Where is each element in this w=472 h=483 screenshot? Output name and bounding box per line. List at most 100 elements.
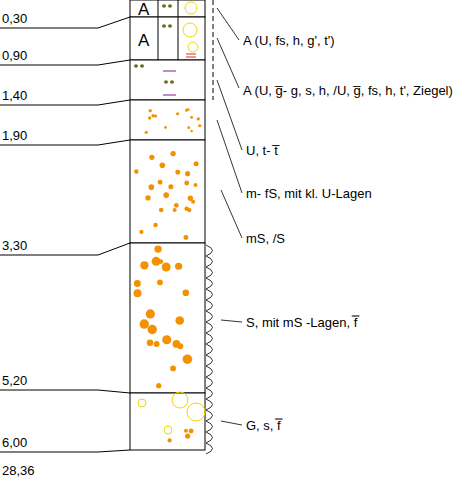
sand-symbol: [174, 203, 179, 208]
soil-layer: [130, 17, 205, 60]
groundwater-mark: [206, 289, 213, 300]
depth-label: 0,90: [2, 47, 27, 64]
sand-symbol: [156, 383, 161, 388]
layer-description: S, mit mS -Lagen, f̿: [246, 314, 357, 331]
depth-label: 1,40: [2, 87, 27, 104]
sand-symbol: [153, 223, 157, 227]
sand-symbol: [154, 245, 161, 252]
groundwater-mark: [206, 432, 213, 443]
column-drawing: [130, 0, 213, 454]
sand-symbol: [198, 124, 201, 127]
sand-symbol: [188, 196, 193, 201]
sand-symbol: [140, 319, 149, 328]
sand-symbol: [164, 126, 167, 129]
sand-symbol: [149, 109, 152, 112]
fill-symbol: A: [138, 0, 149, 20]
sand-symbol: [184, 429, 188, 433]
layer-description: U, t- t̅: [246, 142, 278, 159]
sand-symbol: [190, 116, 193, 119]
groundwater-mark: [206, 256, 213, 267]
layer-description: A (U, fs, h, g', t'): [243, 32, 335, 49]
brick-symbol: [186, 57, 196, 58]
sand-symbol: [152, 257, 161, 266]
sand-symbol: [168, 184, 173, 189]
silt-symbol: [162, 24, 166, 27]
silt-symbol: [168, 24, 172, 27]
depth-label: 1,90: [2, 127, 27, 144]
sand-symbol: [182, 289, 189, 296]
leader-line: [217, 8, 239, 40]
sand-symbol: [147, 325, 156, 334]
groundwater-mark: [206, 366, 213, 377]
sand-symbol: [148, 116, 151, 119]
soil-layer: [130, 140, 205, 243]
gravel-symbol: [183, 23, 197, 37]
clay-symbol: [163, 94, 176, 95]
soil-layer: [130, 243, 205, 393]
groundwater-mark: [206, 399, 213, 410]
sand-symbol: [190, 130, 193, 133]
sand-symbol: [146, 309, 155, 318]
sand-symbol: [175, 263, 182, 270]
sand-symbol: [162, 263, 171, 272]
dashed-line: [213, 0, 214, 100]
gravel-symbol: [138, 399, 146, 407]
layer-description: m- fS, mit kl. U-Lagen: [246, 185, 372, 202]
groundwater-mark: [206, 421, 213, 432]
sand-symbol: [197, 117, 200, 120]
sand-symbol: [189, 429, 194, 434]
sand-symbol: [157, 279, 163, 285]
gravel-symbol: [164, 426, 172, 434]
silt-symbol: [168, 4, 172, 7]
groundwater-mark: [206, 377, 213, 388]
sand-symbol: [184, 206, 189, 211]
groundwater-mark: [206, 278, 213, 289]
layer-description: mS, /S: [246, 230, 285, 247]
sand-symbol: [185, 171, 190, 176]
sand-symbol: [173, 208, 177, 212]
groundwater-mark: [206, 245, 213, 256]
soil-layer: [130, 100, 205, 140]
groundwater-mark: [206, 443, 213, 454]
sand-symbol: [158, 180, 163, 185]
sand-symbol: [147, 339, 153, 345]
silt-symbol: [170, 80, 174, 83]
depth-line: [0, 390, 130, 393]
sand-symbol: [183, 354, 193, 364]
sand-symbol: [167, 438, 171, 442]
sand-symbol: [140, 261, 148, 269]
sand-symbol: [134, 169, 139, 174]
sand-symbol: [176, 112, 179, 115]
sand-symbol: [149, 155, 154, 160]
brick-symbol: [186, 54, 196, 55]
layer-description: G, s, f̿: [246, 417, 281, 434]
depth-line: [0, 450, 130, 452]
sand-symbol: [154, 115, 157, 118]
leader-line: [217, 38, 239, 88]
leader-line: [217, 80, 242, 150]
soil-layer: [130, 60, 205, 100]
sand-symbol: [177, 343, 183, 349]
sand-symbol: [134, 280, 141, 287]
groundwater-mark: [206, 333, 213, 344]
sand-symbol: [160, 162, 166, 168]
sand-symbol: [183, 235, 188, 240]
leader-line: [221, 421, 242, 425]
depth-label: 3,30: [2, 237, 27, 254]
groundwater-mark: [206, 311, 213, 322]
sand-symbol: [149, 184, 155, 190]
sand-symbol: [154, 341, 160, 347]
depth-label: 0,30: [2, 10, 27, 27]
groundwater-mark: [206, 322, 213, 333]
silt-symbol: [164, 80, 168, 83]
cell-divider: [178, 0, 179, 60]
leader-line: [221, 320, 242, 322]
silt-symbol: [134, 64, 138, 67]
leader-line: [221, 190, 242, 238]
depth-label: 28,36: [2, 462, 35, 479]
depth-label: 6,00: [2, 434, 27, 451]
gravel-symbol: [185, 2, 197, 14]
